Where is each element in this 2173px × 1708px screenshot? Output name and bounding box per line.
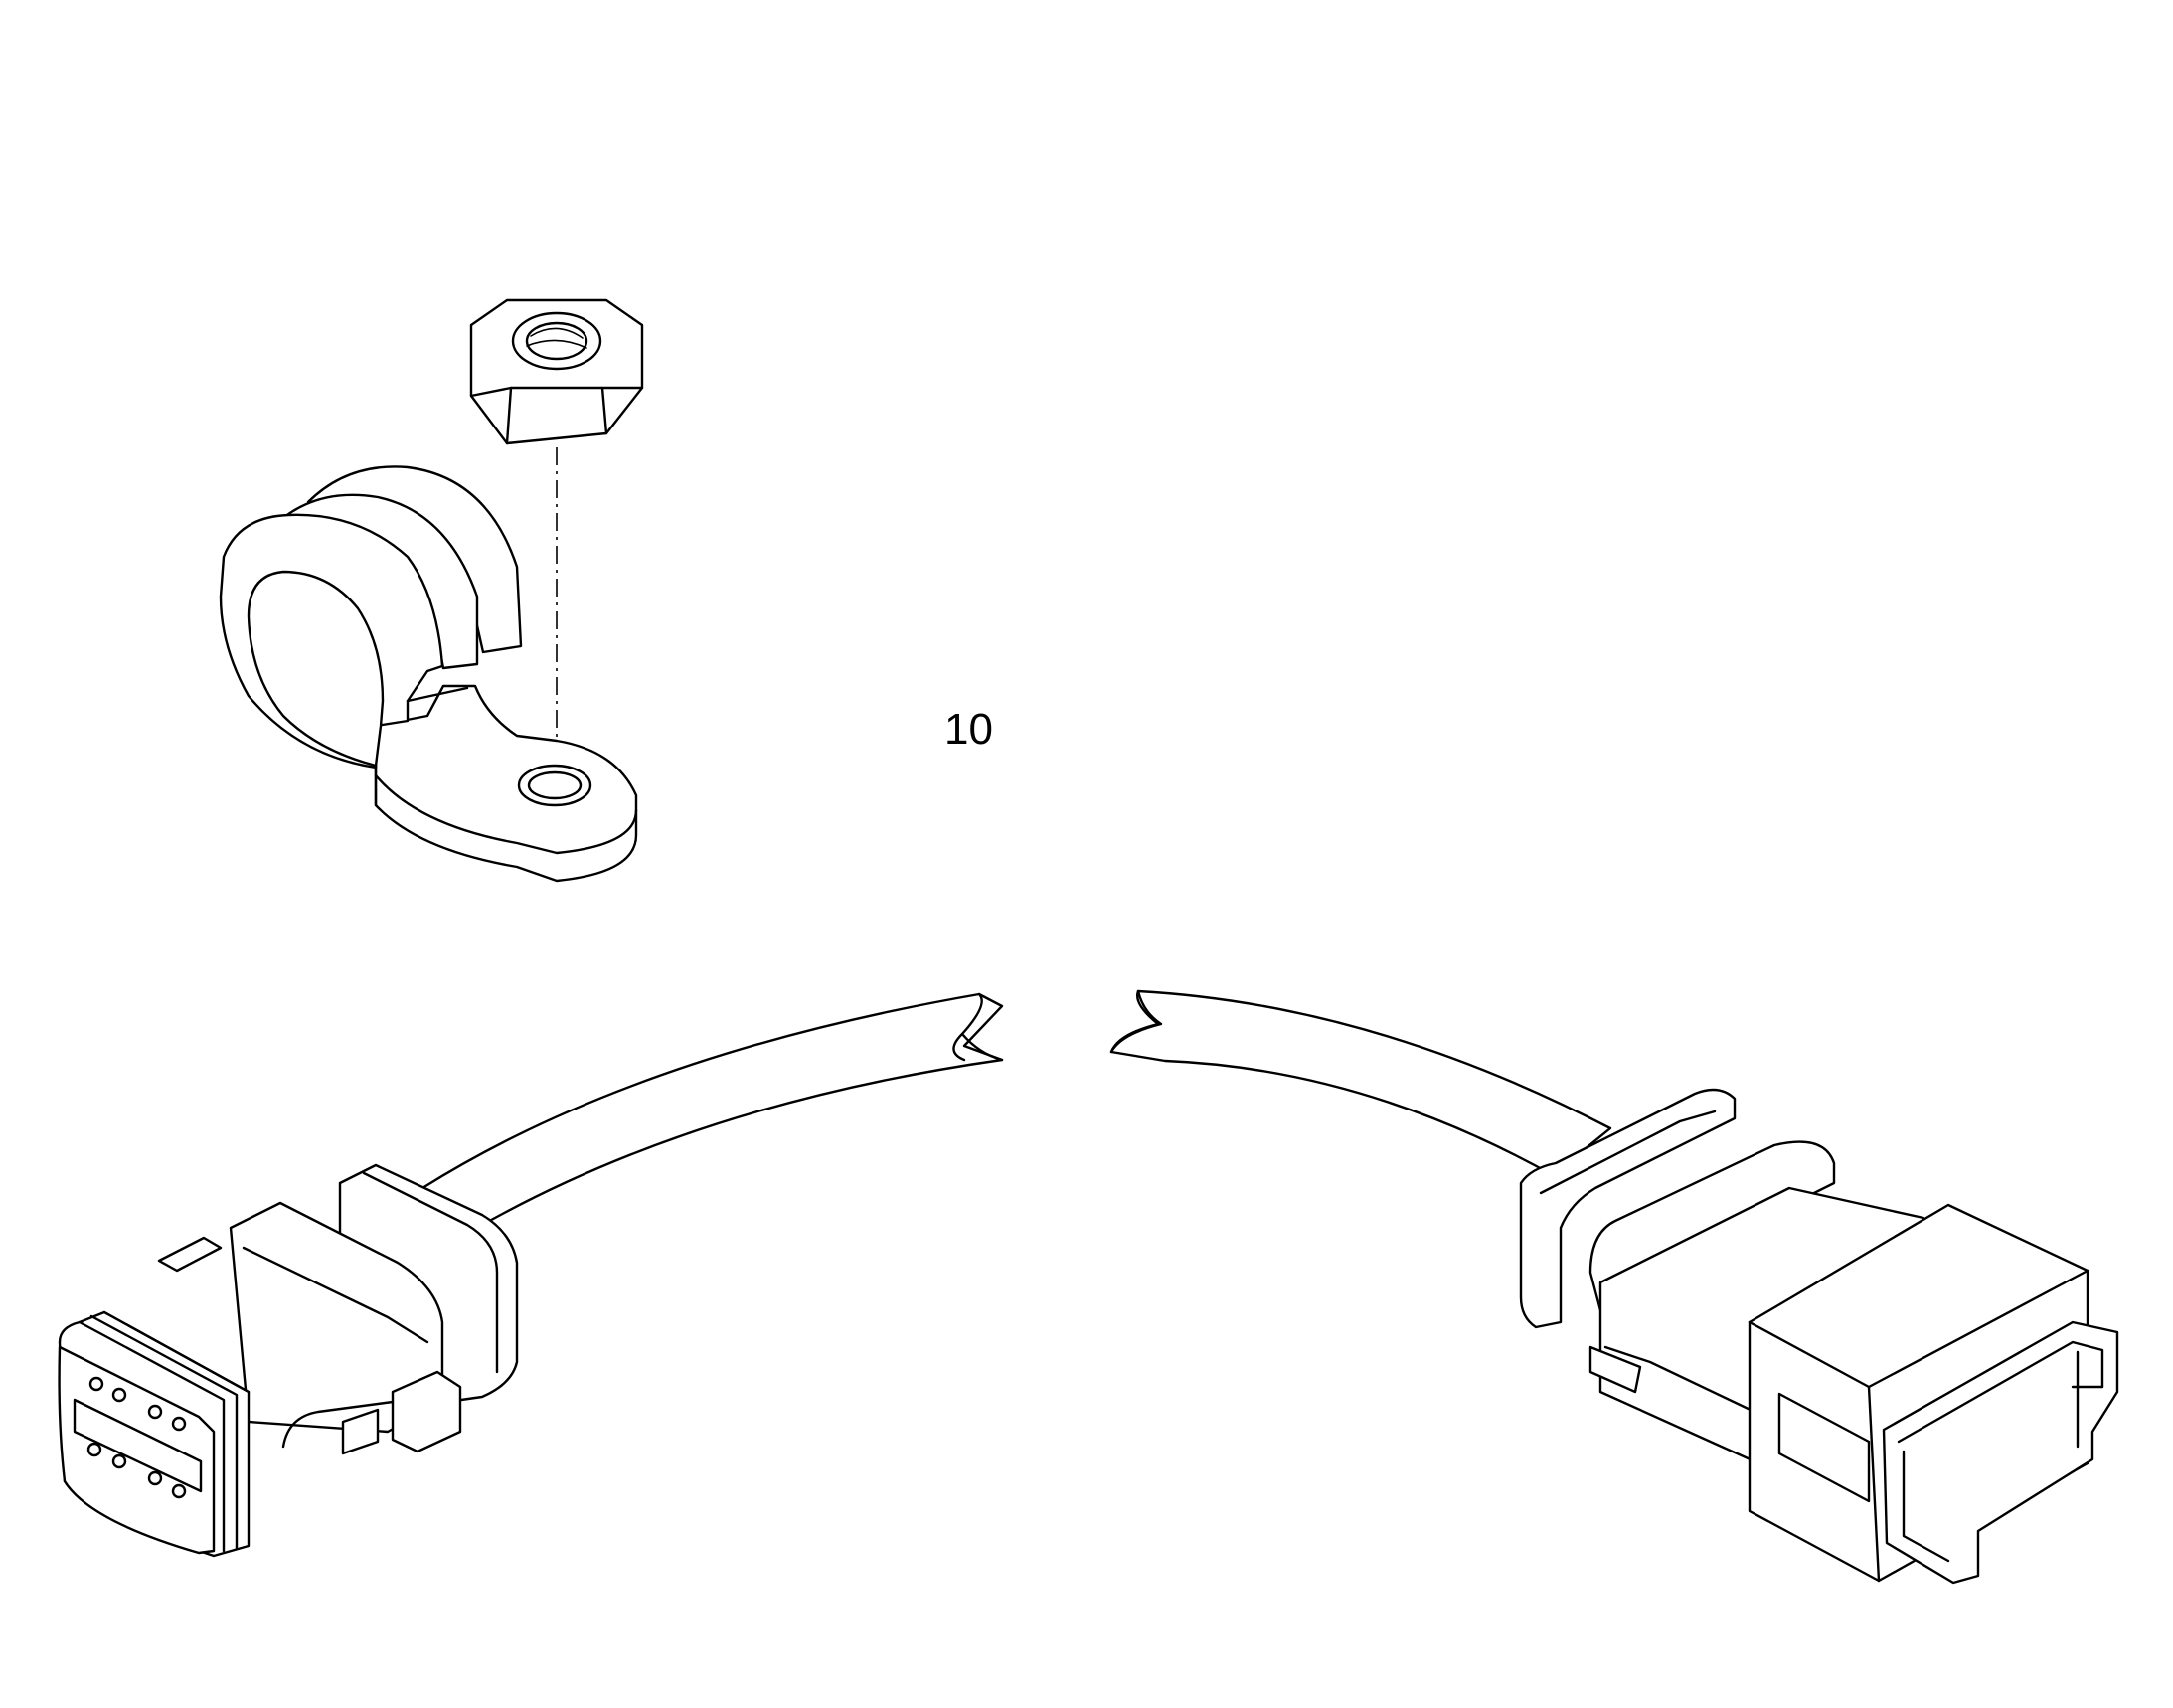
connector-left <box>58 1163 519 1558</box>
hex-nut <box>469 298 644 445</box>
connector-right <box>1519 1088 2119 1585</box>
cable-left <box>420 992 1004 1230</box>
cable-right <box>1109 989 1612 1177</box>
part-callout-label: 10 <box>944 705 993 754</box>
p-clamp <box>219 465 638 883</box>
